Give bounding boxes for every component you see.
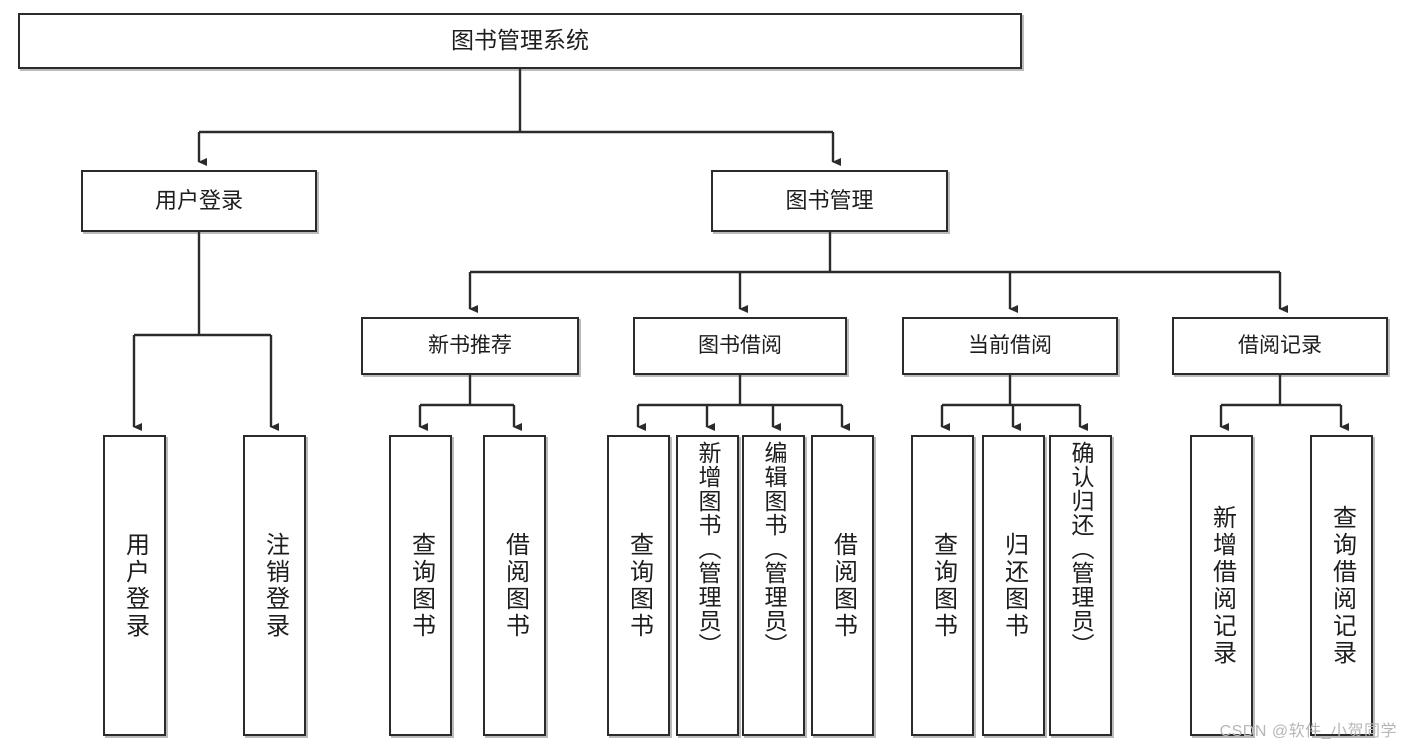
node-borrow-record[interactable]: 借阅记录 — [1172, 317, 1388, 375]
leaf-add-borrow-record[interactable]: 新增借阅记录 — [1190, 435, 1253, 736]
node-label: 确认归还（管理员） — [1068, 441, 1094, 657]
node-root-system[interactable]: 图书管理系统 — [18, 13, 1022, 69]
leaf-query-book-borrow[interactable]: 查询图书 — [607, 435, 670, 736]
leaf-query-book-current[interactable]: 查询图书 — [911, 435, 974, 736]
node-label: 当前借阅 — [968, 333, 1052, 357]
node-current-borrow[interactable]: 当前借阅 — [902, 317, 1118, 375]
node-book-management[interactable]: 图书管理 — [711, 170, 948, 232]
node-new-book-recommend[interactable]: 新书推荐 — [361, 317, 579, 375]
leaf-add-book-admin[interactable]: 新增图书（管理员） — [676, 435, 739, 736]
node-label: 新增图书（管理员） — [695, 441, 721, 657]
leaf-logout[interactable]: 注销登录 — [243, 435, 306, 736]
node-label: 查询图书 — [929, 531, 957, 640]
node-label: 编辑图书（管理员） — [761, 441, 787, 657]
node-label: 图书管理 — [785, 188, 874, 214]
node-label: 图书管理系统 — [451, 27, 589, 54]
leaf-edit-book-admin[interactable]: 编辑图书（管理员） — [742, 435, 805, 736]
watermark-text: CSDN @软件_小贺同学 — [1219, 723, 1397, 740]
node-label: 查询借阅记录 — [1328, 504, 1356, 667]
node-label: 注销登录 — [261, 531, 289, 640]
node-label: 新书推荐 — [428, 333, 512, 357]
node-label: 图书借阅 — [698, 333, 782, 357]
node-label: 借阅图书 — [829, 531, 857, 640]
leaf-borrow-book-new[interactable]: 借阅图书 — [483, 435, 546, 736]
node-label: 用户登录 — [154, 188, 243, 214]
node-label: 归还图书 — [1000, 531, 1028, 640]
node-book-borrow[interactable]: 图书借阅 — [633, 317, 847, 375]
node-label: 用户登录 — [121, 531, 149, 640]
leaf-return-book[interactable]: 归还图书 — [982, 435, 1045, 736]
leaf-query-borrow-record[interactable]: 查询借阅记录 — [1310, 435, 1373, 736]
node-label: 查询图书 — [625, 531, 653, 640]
node-user-login[interactable]: 用户登录 — [81, 170, 317, 232]
leaf-confirm-return-admin[interactable]: 确认归还（管理员） — [1049, 435, 1112, 736]
leaf-borrow-book[interactable]: 借阅图书 — [811, 435, 874, 736]
node-label: 借阅记录 — [1238, 333, 1322, 357]
leaf-query-book-new[interactable]: 查询图书 — [389, 435, 452, 736]
node-label: 借阅图书 — [501, 531, 529, 640]
node-label: 查询图书 — [407, 531, 435, 640]
leaf-user-login[interactable]: 用户登录 — [103, 435, 166, 736]
node-label: 新增借阅记录 — [1208, 504, 1236, 667]
